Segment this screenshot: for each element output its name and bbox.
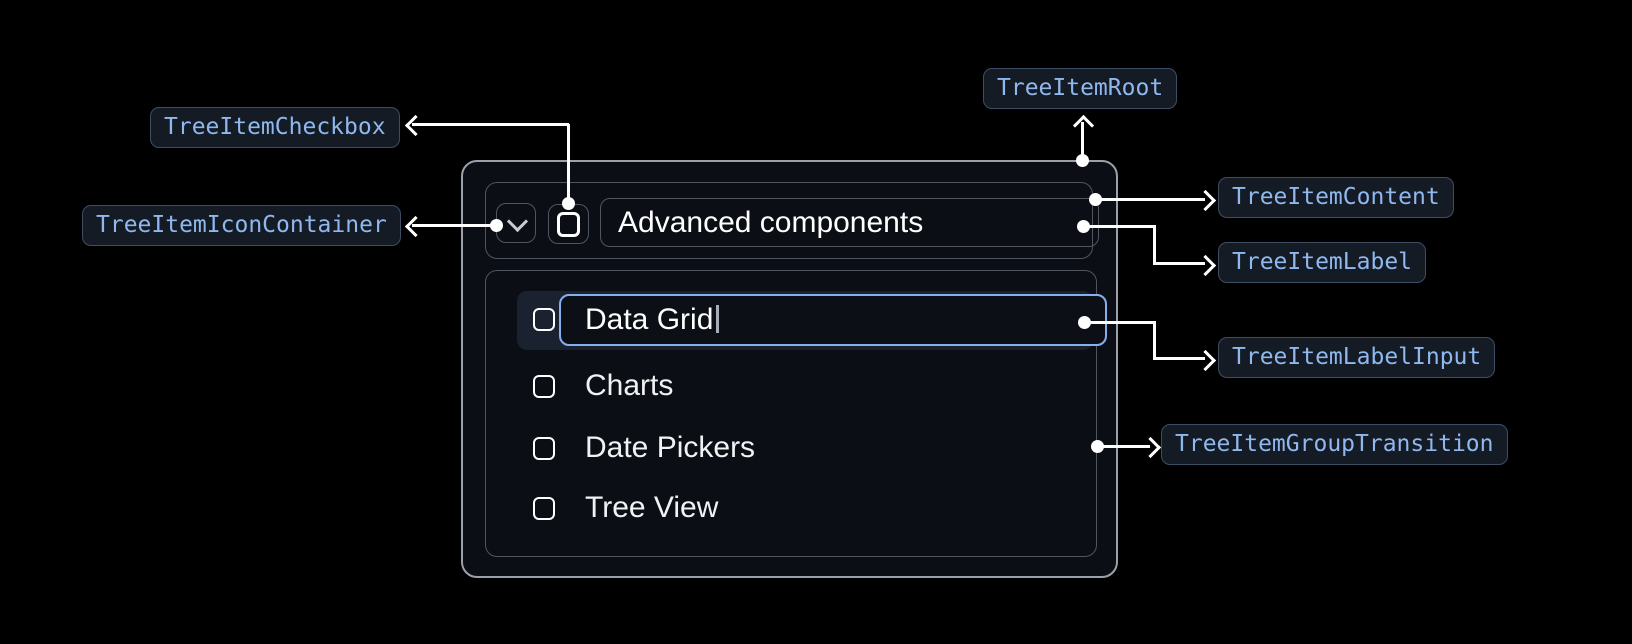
tree-item-checkbox[interactable]	[533, 308, 555, 331]
connector-line	[1097, 445, 1150, 448]
annotation-tree-item-icon-container: TreeItemIconContainer	[82, 205, 401, 246]
arrowhead-left-icon	[404, 114, 427, 137]
tree-item-content[interactable]	[485, 182, 1093, 259]
connector-line	[412, 224, 496, 227]
tree-item-label-input[interactable]: Data Grid	[559, 294, 1107, 346]
annotation-tree-item-group-transition: TreeItemGroupTransition	[1161, 424, 1508, 465]
arrowhead-right-icon	[1139, 436, 1162, 459]
arrowhead-right-icon	[1194, 189, 1217, 212]
tree-item-checkbox[interactable]	[533, 375, 555, 398]
annotation-tree-item-content: TreeItemContent	[1218, 177, 1454, 218]
annotation-tree-item-label-input: TreeItemLabelInput	[1218, 337, 1496, 378]
connector-line	[1153, 321, 1156, 359]
tree-item-checkbox[interactable]	[548, 204, 589, 244]
connector-line	[1084, 321, 1156, 324]
annotation-tree-item-root: TreeItemRoot	[983, 68, 1178, 109]
chevron-down-icon	[506, 210, 529, 233]
tree-item-checkbox[interactable]	[533, 497, 555, 520]
connector-line	[1153, 225, 1156, 264]
tree-item-root[interactable]	[461, 160, 1118, 578]
annotation-tree-item-label: TreeItemLabel	[1218, 242, 1427, 283]
tree-item-label[interactable]: Charts	[585, 369, 674, 402]
tree-item-group-transition	[485, 270, 1097, 557]
connector-line	[567, 124, 570, 203]
arrowhead-up-icon	[1072, 114, 1095, 137]
connector-dot	[490, 219, 503, 232]
connector-dot	[1076, 154, 1089, 167]
label-input-value: Data Grid	[585, 303, 714, 336]
checkbox-box-icon	[557, 212, 580, 237]
arrowhead-right-icon	[1194, 349, 1217, 372]
tree-item-label[interactable]: Date Pickers	[585, 431, 756, 464]
connector-line	[1081, 122, 1084, 160]
connector-dot	[562, 197, 575, 210]
tree-item-checkbox[interactable]	[533, 437, 555, 460]
connector-line	[412, 123, 569, 126]
arrowhead-right-icon	[1194, 254, 1217, 277]
tree-item-label[interactable]: Tree View	[585, 491, 719, 524]
text-caret	[716, 305, 720, 334]
annotation-tree-item-checkbox: TreeItemCheckbox	[150, 107, 400, 148]
connector-line	[1095, 198, 1205, 201]
connector-line	[1153, 357, 1205, 360]
connector-line	[1083, 225, 1156, 228]
arrowhead-left-icon	[404, 215, 427, 238]
connector-line	[1153, 262, 1205, 265]
tree-item-label[interactable]: Advanced components	[600, 198, 1099, 247]
